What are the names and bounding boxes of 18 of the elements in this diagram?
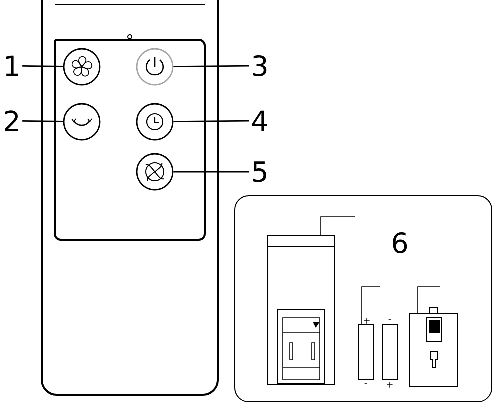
leader-line — [174, 120, 250, 123]
polarity-sign: + — [387, 382, 393, 388]
leader-line — [174, 65, 250, 68]
leader-line — [174, 171, 250, 173]
button — [136, 153, 174, 191]
button — [136, 103, 174, 141]
button — [63, 48, 101, 86]
button — [136, 48, 174, 86]
step-number: 6 — [393, 232, 408, 254]
callout-number: 5 — [253, 162, 266, 182]
polarity-sign: + — [364, 318, 370, 324]
callout-number: 4 — [252, 110, 268, 132]
callout-number: 3 — [253, 55, 267, 77]
callout-number: 1 — [6, 56, 18, 76]
leader-line — [22, 120, 64, 122]
button — [63, 103, 101, 141]
callout-number: 2 — [5, 110, 18, 132]
leader-line — [22, 65, 64, 68]
